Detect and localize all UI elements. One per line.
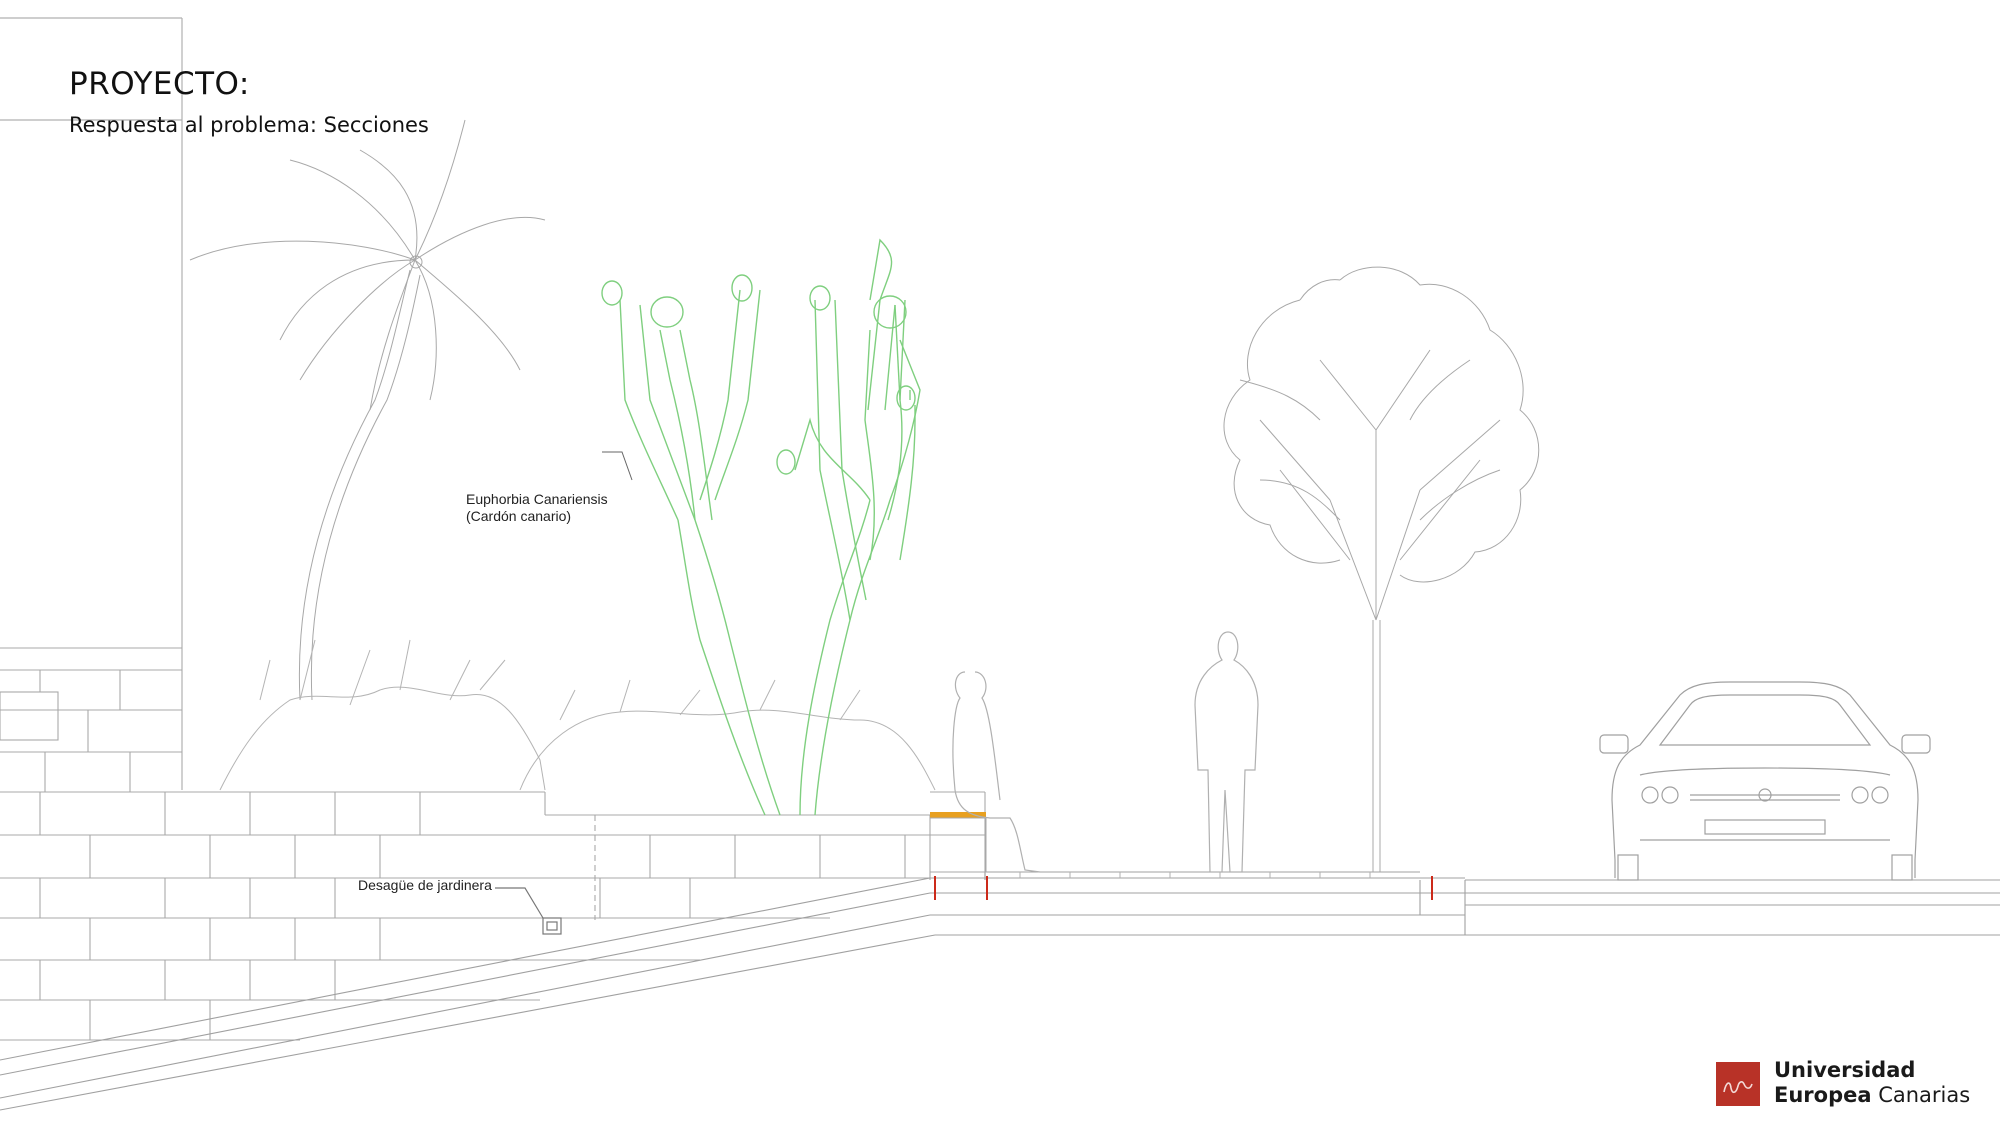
palm-tree [189,119,546,701]
ramp-slab [0,871,2000,1111]
university-logo: Universidad Europea Canarias [1716,1058,1986,1110]
standing-person [1194,631,1259,873]
logo-line2-rest: Canarias [1871,1083,1971,1107]
plant-common-label: (Cardón canario) [466,508,572,524]
curb-markers [934,876,1433,900]
logo-line2: Europea Canarias [1774,1083,1970,1108]
paving [1019,872,1371,878]
logo-mark-icon [1716,1062,1760,1106]
planter-drain-icon [495,887,562,935]
plant-name-label: Euphorbia Canariensis [466,491,608,507]
logo-text: Universidad Europea Canarias [1774,1058,1970,1108]
seated-person [952,671,1041,873]
plant-callout: Euphorbia Canariensis (Cardón canario) [466,491,608,525]
building-outline [0,17,183,790]
callout-leader [602,451,633,481]
logo-line1: Universidad [1774,1058,1916,1082]
bench [929,812,987,873]
block-wall [0,647,986,1041]
logo-line2-bold: Europea [1774,1083,1872,1107]
drain-label: Desagüe de jardinera [358,877,492,893]
cactus-euphorbia [601,238,921,816]
deciduous-tree [1223,266,1540,872]
car [1599,681,1931,881]
page-subtitle: Respuesta al problema: Secciones [69,113,429,137]
shrubs [219,639,936,791]
page-title: PROYECTO: [69,66,250,102]
